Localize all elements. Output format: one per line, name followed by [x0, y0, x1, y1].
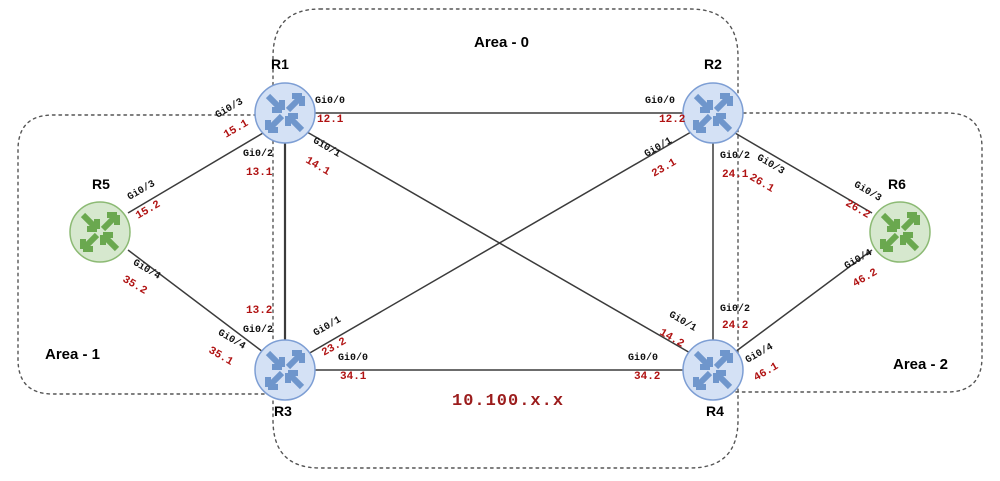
iface-label-r3-gi02: Gi0/2 — [243, 325, 274, 336]
link-r2-r6 — [734, 132, 873, 214]
iface-label-r1-gi00: Gi0/0 — [315, 96, 346, 107]
router-r4[interactable] — [682, 339, 744, 401]
router-label-r2: R2 — [704, 56, 722, 72]
iface-label-r4-gi00: Gi0/0 — [628, 353, 659, 364]
area-2-boundary — [723, 112, 983, 393]
area-2-label: Area - 2 — [893, 356, 949, 373]
iface-ip-r1-gi02: 13.1 — [246, 167, 273, 179]
link-r4-r6 — [734, 249, 873, 353]
link-r2-r3 — [307, 131, 692, 355]
link-r1-r5 — [127, 132, 264, 214]
subnet-label: 10.100.x.x — [452, 392, 565, 411]
iface-ip-r4-gi02: 24.2 — [722, 320, 749, 332]
router-label-r5: R5 — [92, 176, 110, 192]
router-label-r6: R6 — [888, 176, 906, 192]
router-r2[interactable] — [682, 82, 744, 144]
router-label-r3: R3 — [274, 403, 292, 419]
iface-label-r2-gi02: Gi0/2 — [720, 151, 751, 162]
router-r5[interactable] — [69, 201, 131, 263]
iface-ip-r2-gi02: 24.1 — [722, 169, 749, 181]
area-0-boundary — [272, 8, 739, 469]
iface-ip-r3-gi02: 13.2 — [246, 305, 273, 317]
iface-ip-r2-gi00: 12.2 — [659, 114, 686, 126]
iface-label-r4-gi02: Gi0/2 — [720, 304, 751, 315]
router-r6[interactable] — [869, 201, 931, 263]
links-layer — [127, 112, 873, 371]
router-r1[interactable] — [254, 82, 316, 144]
area-0-label: Area - 0 — [474, 34, 530, 51]
area-1-label: Area - 1 — [45, 346, 101, 363]
iface-label-r1-gi02: Gi0/2 — [243, 149, 274, 160]
router-label-r1: R1 — [271, 56, 289, 72]
iface-ip-r4-gi00: 34.2 — [634, 371, 661, 383]
iface-ip-r3-gi00: 34.1 — [340, 371, 367, 383]
router-r3[interactable] — [254, 339, 316, 401]
iface-ip-r1-gi00: 12.1 — [317, 114, 344, 126]
area-1-boundary — [17, 114, 277, 395]
link-r3-r5 — [127, 249, 264, 353]
router-label-r4: R4 — [706, 403, 724, 419]
iface-label-r2-gi00: Gi0/0 — [645, 96, 676, 107]
iface-label-r3-gi00: Gi0/0 — [338, 353, 369, 364]
